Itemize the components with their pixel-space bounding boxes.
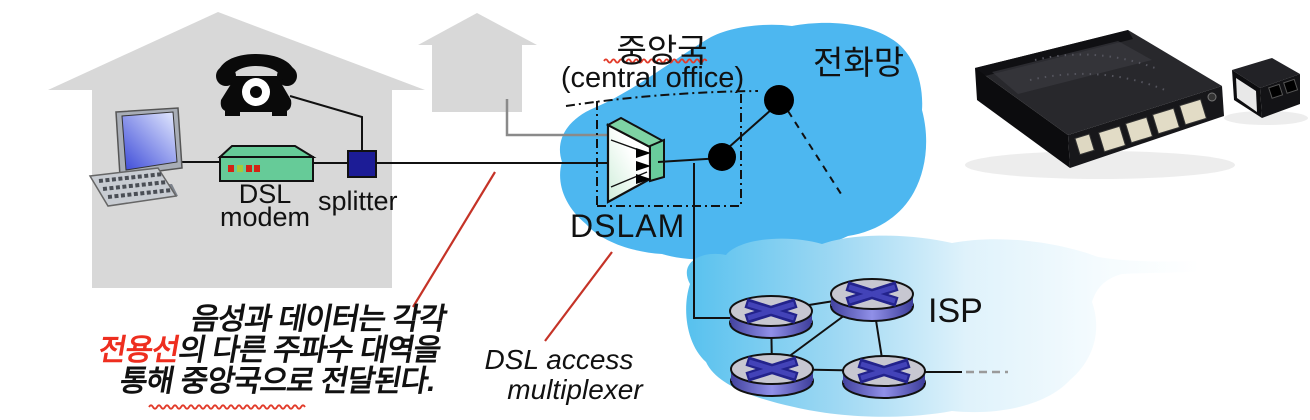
korean-annotation: 음성과 데이터는 각각 전용선의 다른 주파수 대역을 통해 중앙국으로 전달된… [28, 303, 449, 398]
splitter-photo [1224, 58, 1308, 125]
squiggle-underlines [148, 58, 708, 410]
annotation-line1: 음성과 데이터는 각각 [188, 303, 449, 336]
router-icon [842, 355, 926, 399]
dsl-modem-icon [217, 145, 317, 182]
house-small-icon [418, 13, 537, 112]
dsl-modem-label-line2: modem [219, 202, 311, 232]
telephone-icon [216, 54, 297, 116]
annotation-line2-red: 전용선 [96, 334, 182, 367]
dsl-modem-label: DSL modem [196, 179, 334, 232]
annotation-line2: 전용선의 다른 주파수 대역을 [33, 334, 444, 367]
phone-net-dashed-link [787, 110, 844, 198]
central-office-title-en: (central office) [560, 62, 745, 94]
callout-lines [412, 171, 613, 342]
phone-switch-node [764, 85, 794, 115]
isp-label: ISP [928, 292, 983, 330]
splitter-icon [347, 150, 377, 178]
callout-line-phone-wire [412, 171, 496, 308]
callout-line-dslam [544, 251, 613, 342]
phone-to-splitter-wire [289, 95, 363, 151]
dslam-icon [605, 116, 666, 204]
central-office-box [565, 90, 759, 207]
annotation-line2-rest: 의 다른 주파수 대역을 [175, 334, 444, 367]
router-icon [730, 353, 814, 397]
squiggle-under-title [603, 58, 708, 64]
phone-switch-node [708, 143, 736, 171]
telephone-network-cloud [559, 22, 927, 260]
modem-led-lights [228, 165, 260, 172]
router-icon [729, 295, 813, 339]
neighbor-line [505, 99, 610, 137]
computer-icon [88, 107, 183, 207]
modem-ports [1074, 92, 1217, 156]
splitter-label: splitter [318, 186, 398, 216]
router-icon [830, 278, 914, 322]
squiggle-under-annotation [148, 404, 306, 410]
phone-network-label: 전화망 [813, 44, 905, 81]
dslam-sublabel-line2: multiplexer [507, 374, 643, 405]
annotation-line3: 통해 중앙국으로 전달된다. [117, 365, 438, 398]
isp-routers [729, 278, 926, 399]
dslam-to-isp-line [693, 163, 741, 319]
dsl-modem-photo [965, 30, 1235, 179]
dslam-sublabel-line1: DSL access [484, 344, 634, 375]
dsl-modem-label-line1: DSL [238, 179, 292, 209]
dslam-label: DSLAM [570, 208, 686, 244]
central-office-title-ko: 중앙국 [616, 32, 708, 69]
